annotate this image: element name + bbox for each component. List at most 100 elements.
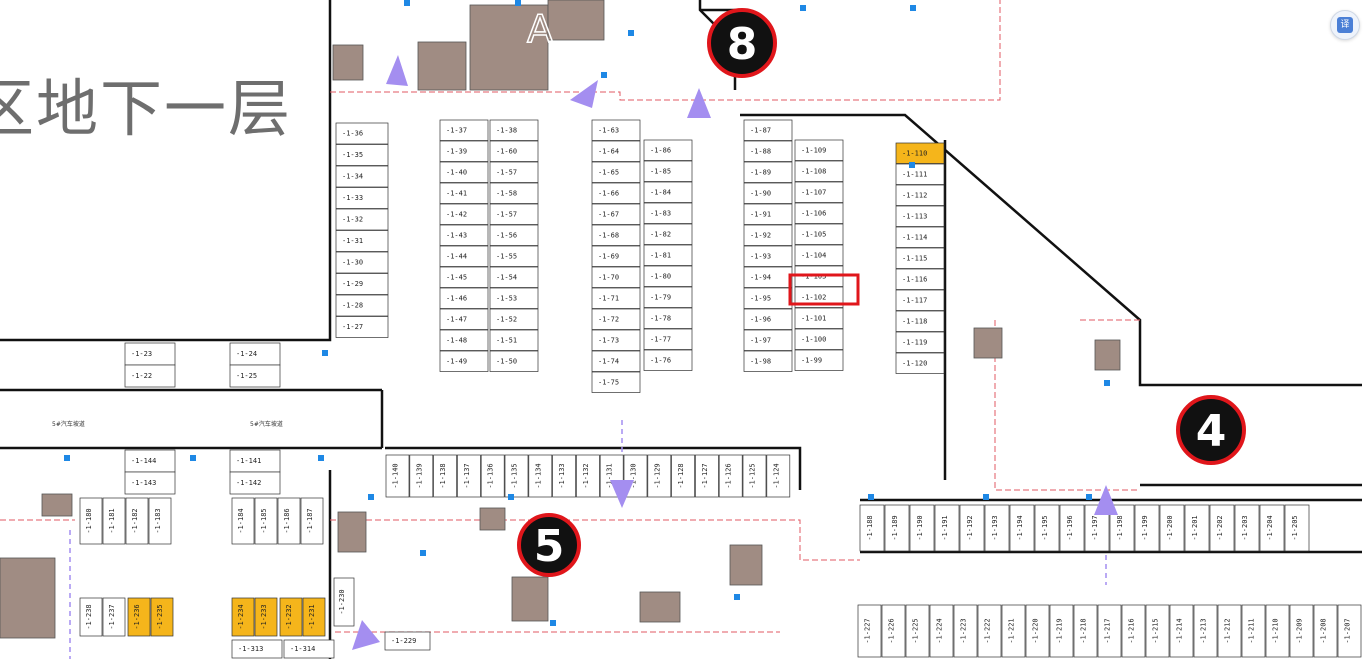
- parking-stall[interactable]: -1-141: [229, 449, 281, 473]
- parking-stall[interactable]: -1-81: [643, 244, 693, 266]
- parking-stall[interactable]: -1-99: [794, 349, 844, 371]
- parking-stall[interactable]: -1-23: [124, 342, 176, 366]
- parking-stall[interactable]: -1-41: [439, 182, 489, 204]
- parking-stall[interactable]: -1-189: [884, 504, 910, 552]
- parking-stall[interactable]: -1-235: [150, 597, 174, 637]
- parking-stall[interactable]: -1-119: [895, 331, 945, 353]
- parking-stall[interactable]: -1-96: [743, 308, 793, 330]
- parking-stall[interactable]: -1-204: [1259, 504, 1285, 552]
- parking-stall[interactable]: -1-220: [1025, 604, 1050, 658]
- parking-stall[interactable]: -1-215: [1145, 604, 1170, 658]
- parking-stall[interactable]: -1-125: [742, 454, 767, 498]
- parking-stall[interactable]: -1-45: [439, 266, 489, 288]
- marker-5[interactable]: 5: [517, 513, 581, 577]
- parking-stall[interactable]: -1-138: [433, 454, 457, 498]
- parking-stall[interactable]: -1-139: [409, 454, 434, 498]
- parking-stall[interactable]: -1-124: [766, 454, 791, 498]
- parking-stall[interactable]: -1-134: [528, 454, 553, 498]
- parking-stall[interactable]: -1-194: [1009, 504, 1035, 552]
- parking-stall[interactable]: -1-135: [504, 454, 529, 498]
- parking-stall[interactable]: -1-237: [102, 597, 126, 637]
- parking-stall[interactable]: -1-87: [743, 119, 793, 141]
- parking-stall[interactable]: -1-106: [794, 202, 844, 224]
- parking-stall[interactable]: -1-231: [302, 597, 326, 637]
- parking-stall[interactable]: -1-37: [439, 119, 489, 141]
- parking-stall[interactable]: -1-118: [895, 310, 945, 332]
- marker-8[interactable]: 8: [707, 8, 777, 78]
- parking-stall[interactable]: -1-190: [909, 504, 935, 552]
- parking-stall[interactable]: -1-65: [591, 161, 641, 183]
- parking-stall[interactable]: -1-78: [643, 307, 693, 329]
- parking-stall[interactable]: -1-203: [1234, 504, 1260, 552]
- parking-stall[interactable]: -1-182: [125, 497, 149, 545]
- parking-stall[interactable]: -1-113: [895, 205, 945, 227]
- parking-stall[interactable]: -1-233: [254, 597, 278, 637]
- parking-stall[interactable]: -1-95: [743, 287, 793, 309]
- parking-stall[interactable]: -1-109: [794, 139, 844, 161]
- parking-stall[interactable]: -1-57: [489, 203, 539, 225]
- translate-button[interactable]: 译: [1330, 10, 1360, 40]
- parking-stall[interactable]: -1-181: [102, 497, 126, 545]
- parking-stall[interactable]: -1-111: [895, 163, 945, 185]
- parking-stall[interactable]: -1-199: [1134, 504, 1160, 552]
- parking-stall[interactable]: -1-80: [643, 265, 693, 287]
- parking-stall[interactable]: -1-313: [231, 639, 283, 659]
- parking-stall[interactable]: -1-193: [984, 504, 1010, 552]
- parking-stall[interactable]: -1-35: [335, 144, 389, 166]
- parking-stall[interactable]: -1-83: [643, 202, 693, 224]
- parking-stall[interactable]: -1-98: [743, 350, 793, 372]
- parking-stall[interactable]: -1-29: [335, 273, 389, 295]
- parking-stall[interactable]: -1-32: [335, 208, 389, 231]
- parking-stall[interactable]: -1-314: [283, 639, 335, 659]
- parking-stall[interactable]: -1-183: [148, 497, 172, 545]
- parking-stall[interactable]: -1-63: [591, 119, 641, 141]
- parking-stall[interactable]: -1-68: [591, 224, 641, 246]
- parking-stall[interactable]: -1-74: [591, 350, 641, 372]
- parking-stall[interactable]: -1-67: [591, 203, 641, 225]
- parking-stall[interactable]: -1-88: [743, 140, 793, 162]
- parking-stall[interactable]: -1-210: [1265, 604, 1290, 658]
- parking-stall[interactable]: -1-47: [439, 308, 489, 330]
- parking-stall[interactable]: -1-60: [489, 140, 539, 162]
- parking-stall[interactable]: -1-58: [489, 182, 539, 204]
- parking-stall[interactable]: -1-31: [335, 230, 389, 252]
- parking-stall[interactable]: -1-230: [333, 577, 355, 627]
- parking-stall[interactable]: -1-73: [591, 329, 641, 351]
- parking-stall[interactable]: -1-196: [1059, 504, 1085, 552]
- parking-stall[interactable]: -1-91: [743, 203, 793, 225]
- parking-stall[interactable]: -1-92: [743, 224, 793, 246]
- parking-stall[interactable]: -1-51: [489, 329, 539, 351]
- parking-stall[interactable]: -1-48: [439, 329, 489, 351]
- parking-stall[interactable]: -1-192: [959, 504, 985, 552]
- parking-stall[interactable]: -1-200: [1159, 504, 1185, 552]
- parking-stall[interactable]: -1-180: [79, 497, 103, 545]
- parking-stall[interactable]: -1-64: [591, 140, 641, 162]
- parking-stall[interactable]: -1-222: [977, 604, 1002, 658]
- parking-stall[interactable]: -1-105: [794, 223, 844, 245]
- parking-stall[interactable]: -1-208: [1313, 604, 1338, 658]
- parking-stall[interactable]: -1-188: [859, 504, 885, 552]
- parking-stall[interactable]: -1-90: [743, 182, 793, 204]
- parking-stall[interactable]: -1-144: [124, 449, 176, 473]
- parking-stall[interactable]: -1-133: [552, 454, 576, 498]
- parking-stall[interactable]: -1-86: [643, 139, 693, 161]
- parking-stall[interactable]: -1-30: [335, 251, 389, 274]
- parking-stall[interactable]: -1-143: [124, 471, 176, 495]
- parking-stall[interactable]: -1-57: [489, 161, 539, 183]
- parking-stall[interactable]: -1-56: [489, 224, 539, 246]
- parking-stall[interactable]: -1-224: [929, 604, 954, 658]
- parking-stall[interactable]: -1-53: [489, 287, 539, 309]
- parking-stall[interactable]: -1-42: [439, 203, 489, 225]
- parking-stall[interactable]: -1-227: [857, 604, 882, 658]
- parking-stall[interactable]: -1-120: [895, 352, 945, 374]
- parking-stall[interactable]: -1-27: [335, 316, 389, 338]
- parking-stall[interactable]: -1-107: [794, 181, 844, 203]
- parking-stall[interactable]: -1-195: [1034, 504, 1060, 552]
- parking-stall[interactable]: -1-34: [335, 165, 389, 188]
- parking-stall[interactable]: -1-225: [905, 604, 930, 658]
- parking-stall[interactable]: -1-115: [895, 247, 945, 269]
- parking-stall[interactable]: -1-38: [489, 119, 539, 141]
- parking-stall[interactable]: -1-201: [1184, 504, 1210, 552]
- parking-stall[interactable]: -1-142: [229, 471, 281, 495]
